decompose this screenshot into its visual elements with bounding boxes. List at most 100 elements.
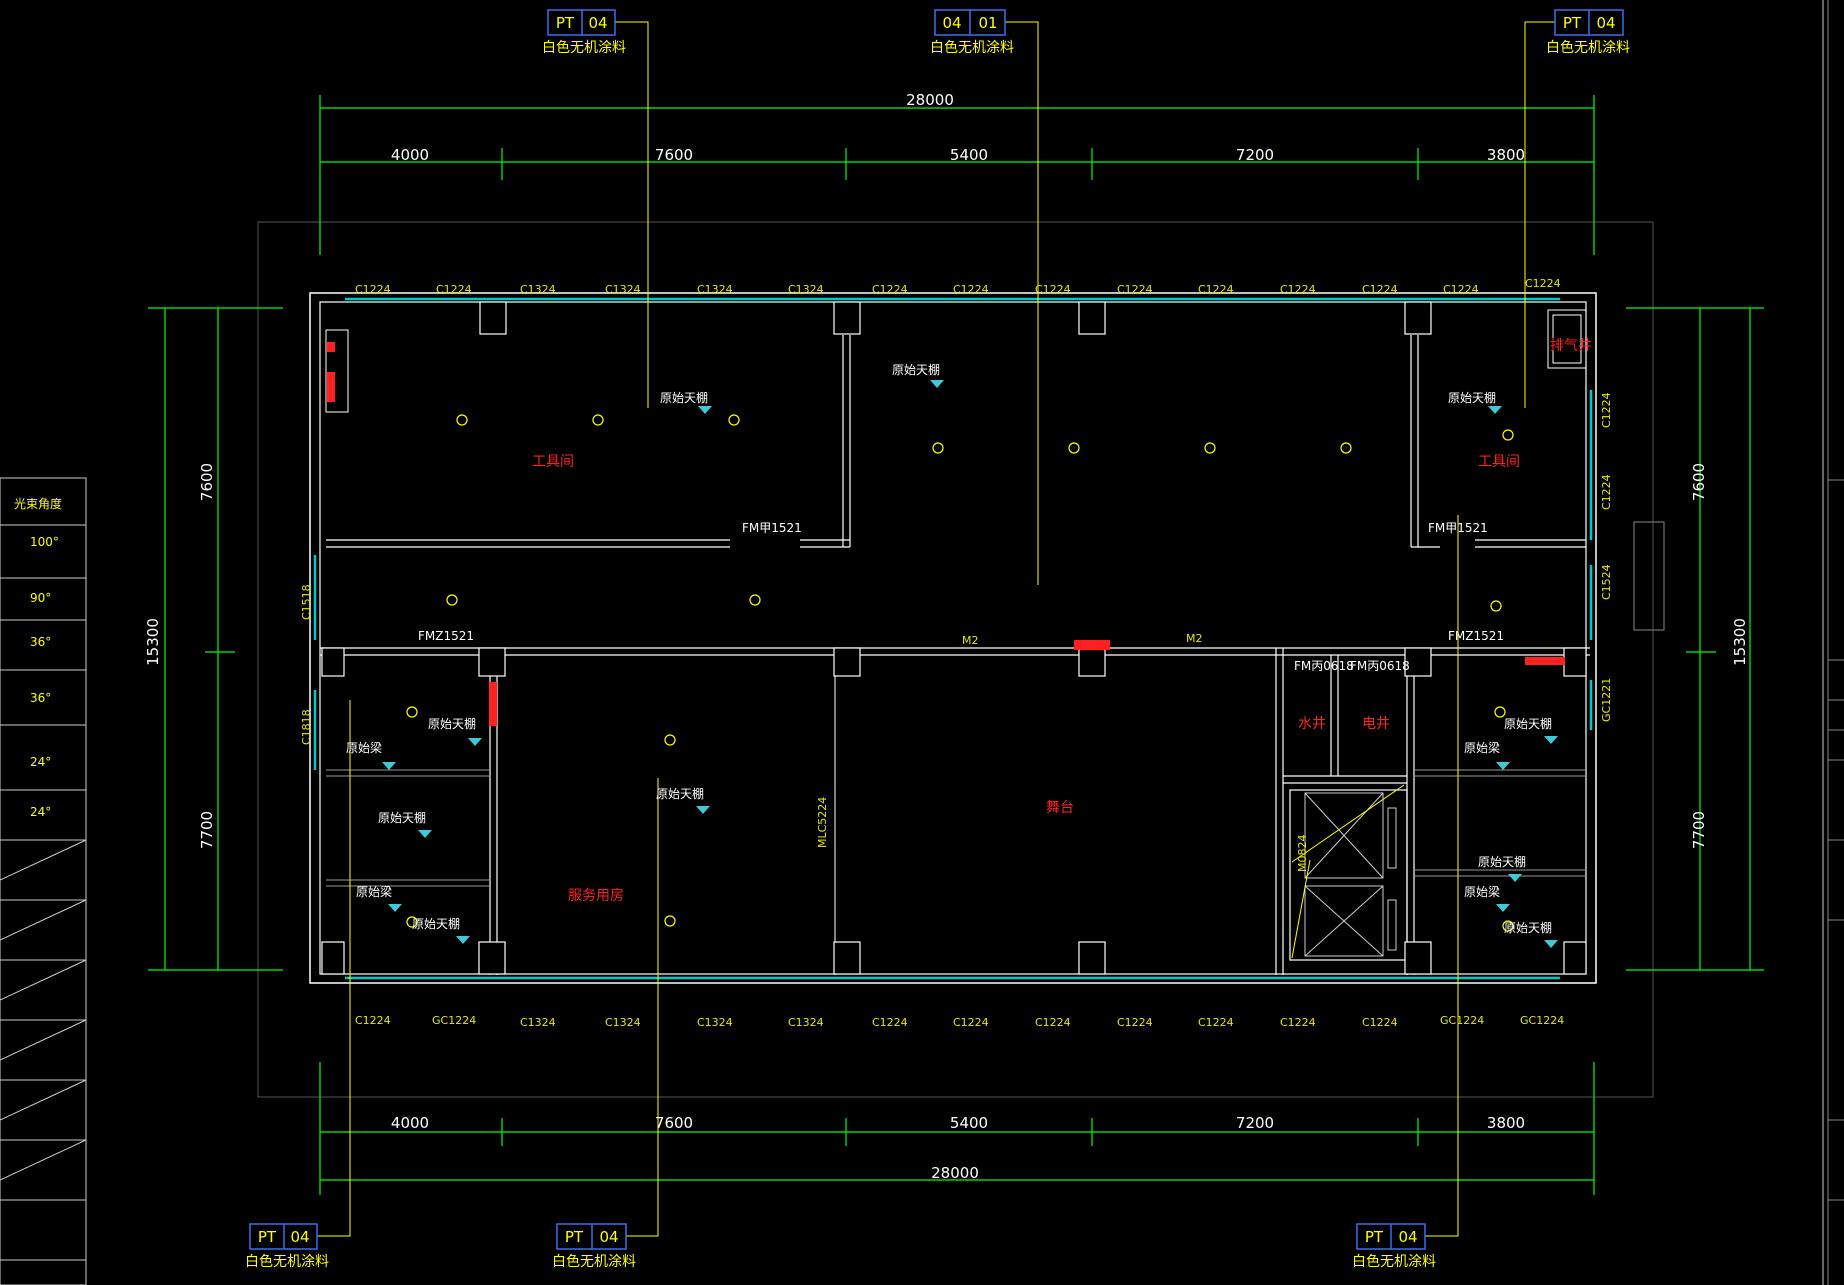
room-label: 排气井	[1550, 338, 1592, 354]
dim-total-bottom: 28000	[931, 1164, 979, 1182]
door-label: M2	[962, 634, 979, 647]
window-label: C1324	[605, 1016, 641, 1029]
legend-value: 36°	[30, 691, 51, 705]
ceiling-annotation: 原始天棚	[660, 390, 708, 405]
dim-segment: 4000	[391, 1114, 429, 1132]
dimension-texts: 28000 4000 7600 5400 7200 3800 4000 7600…	[144, 91, 1749, 1182]
window-label: C1324	[697, 1016, 733, 1029]
dim-height-segment: 7600	[1690, 463, 1708, 501]
dim-segment: 7600	[655, 146, 693, 164]
dim-segment: 5400	[950, 1114, 988, 1132]
title-block-edge	[1822, 0, 1844, 1285]
door-labels: FM甲1521 FM甲1521 FMZ1521 FMZ1521 M2 M2 FM…	[418, 521, 1504, 872]
tag-right: 04	[1596, 14, 1615, 32]
tag-right: 01	[978, 14, 997, 32]
tag-note: 白色无机涂料	[1546, 39, 1630, 56]
beam-annotation: 原始梁	[346, 740, 382, 755]
window-label: C1224	[1198, 1016, 1234, 1029]
ceiling-annotation: 原始天棚	[428, 716, 476, 731]
legend-value: 90°	[30, 591, 51, 605]
window-label: C1324	[697, 283, 733, 296]
window-label: C1224	[436, 283, 472, 296]
dim-height-total: 15300	[1731, 618, 1749, 666]
tag-left: PT	[556, 14, 575, 32]
window-label: C1224	[1198, 283, 1234, 296]
window-labels-sides: C1518 C1818 C1224 C1224 C1524 GC1221	[300, 392, 1613, 745]
dim-segment: 3800	[1487, 1114, 1525, 1132]
window-label: C1224	[1362, 283, 1398, 296]
dim-segment: 7200	[1236, 1114, 1274, 1132]
window-label: C1524	[1600, 564, 1613, 600]
dim-segment: 7600	[655, 1114, 693, 1132]
window-label: C1224	[872, 283, 908, 296]
window-label: GC1224	[432, 1014, 476, 1027]
ceiling-annotation: 原始天棚	[1504, 920, 1552, 935]
window-label: GC1224	[1520, 1014, 1564, 1027]
material-tag-top-3: PT 04 白色无机涂料	[1546, 9, 1630, 56]
ceiling-annotation: 原始天棚	[412, 916, 460, 931]
tag-note: 白色无机涂料	[552, 1253, 636, 1270]
window-label: C1224	[355, 1014, 391, 1027]
tag-left: PT	[565, 1228, 584, 1246]
ceiling-annotations: 原始天棚 原始天棚 原始天棚 原始天棚 原始梁 原始天棚 原始梁 原始天棚 原始…	[346, 362, 1552, 935]
red-markers	[327, 342, 1565, 726]
legend-value: 100°	[30, 535, 59, 549]
window-label: C1224	[1280, 283, 1316, 296]
tag-right: 04	[599, 1228, 618, 1246]
window-label: C1224	[953, 1016, 989, 1029]
dim-height-segment: 7700	[1690, 811, 1708, 849]
tag-right: 04	[290, 1228, 309, 1246]
ceiling-annotation: 原始天棚	[1504, 716, 1552, 731]
tag-left: PT	[1365, 1228, 1384, 1246]
beam-annotation: 原始梁	[356, 884, 392, 899]
legend-value: 24°	[30, 755, 51, 769]
window-label: C1224	[1280, 1016, 1316, 1029]
dim-total-top: 28000	[906, 91, 954, 109]
leader-lines	[317, 21, 1555, 1237]
dim-height-segment: 7600	[198, 463, 216, 501]
room-label: 服务用房	[568, 888, 624, 904]
window-label: C1224	[1035, 1016, 1071, 1029]
window-label: C1224	[1035, 283, 1071, 296]
door-label: M2	[1186, 632, 1203, 645]
beam-annotation: 原始梁	[1464, 884, 1500, 899]
beam-annotation: 原始梁	[1464, 740, 1500, 755]
room-label: 水井	[1298, 716, 1326, 732]
ceiling-annotation: 原始天棚	[1478, 854, 1526, 869]
legend-value: 36°	[30, 635, 51, 649]
window-label: C1224	[953, 283, 989, 296]
material-tag-top-2: 04 01 白色无机涂料	[930, 9, 1014, 56]
window-label: C1324	[788, 283, 824, 296]
tag-left: PT	[1563, 14, 1582, 32]
ceiling-annotation: 原始天棚	[378, 810, 426, 825]
tag-note: 白色无机涂料	[930, 39, 1014, 56]
ceiling-annotation: 原始天棚	[892, 362, 940, 377]
door-label: FMZ1521	[418, 629, 474, 643]
dimension-lines	[148, 95, 1764, 1195]
window-label: C1224	[1117, 283, 1153, 296]
dim-height-total: 15300	[144, 618, 162, 666]
room-label: 舞台	[1046, 800, 1074, 816]
legend-value: 24°	[30, 805, 51, 819]
room-label: 电井	[1362, 716, 1390, 732]
window-label: C1324	[520, 1016, 556, 1029]
tag-right: 04	[588, 14, 607, 32]
dim-segment: 3800	[1487, 146, 1525, 164]
room-label: 工具间	[532, 454, 574, 470]
material-tag-top-1: PT 04 白色无机涂料	[542, 9, 626, 56]
window-label: C1818	[300, 709, 313, 745]
window-label: C1324	[605, 283, 641, 296]
door-label: M0824	[1296, 835, 1309, 873]
tag-left: 04	[942, 14, 961, 32]
building-walls	[309, 292, 1665, 984]
window-labels-bottom: C1224 GC1224 C1324 C1324 C1324 C1324 C12…	[355, 1014, 1564, 1029]
dim-segment: 5400	[950, 146, 988, 164]
tag-left: PT	[258, 1228, 277, 1246]
window-labels-top: C1224 C1224 C1324 C1324 C1324 C1324 C122…	[355, 277, 1561, 296]
tag-right: 04	[1398, 1228, 1417, 1246]
structural-columns	[321, 301, 1587, 975]
door-label: FM丙0618	[1350, 659, 1410, 673]
window-label: C1224	[1362, 1016, 1398, 1029]
dim-height-segment: 7700	[198, 811, 216, 849]
